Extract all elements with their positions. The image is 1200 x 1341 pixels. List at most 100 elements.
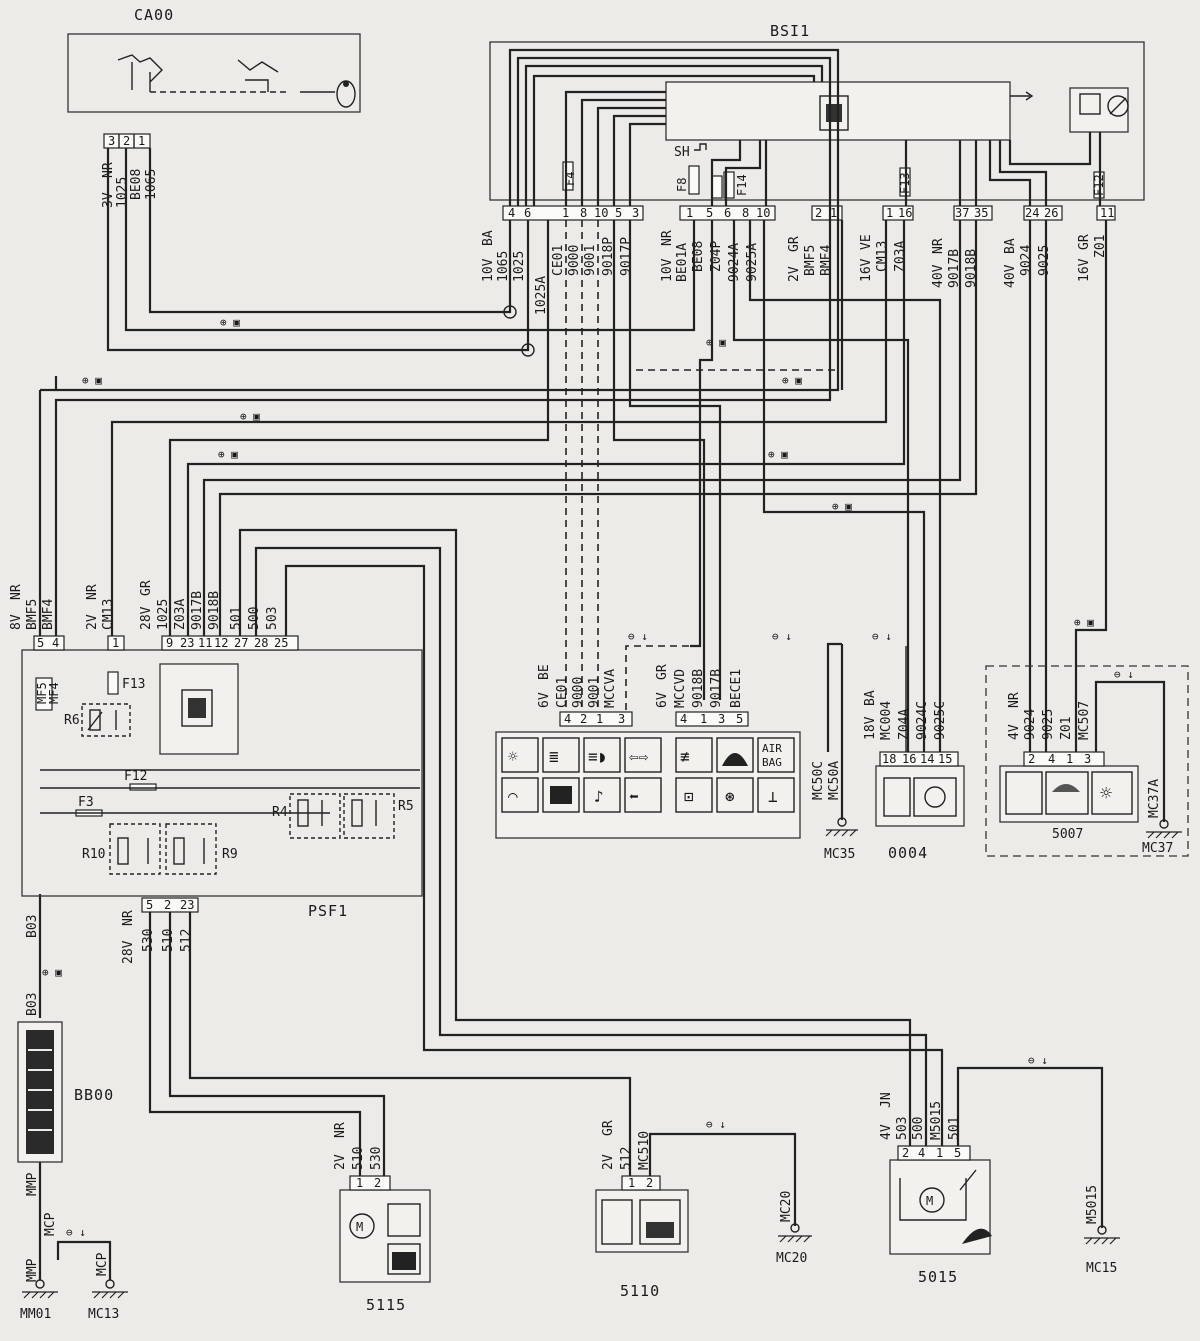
svg-text:28V: 28V (121, 940, 136, 964)
svg-text:⊕ ▣: ⊕ ▣ (240, 410, 260, 423)
indicator-icon: ⇦⇨ (629, 747, 649, 766)
svg-text:16: 16 (902, 752, 916, 766)
flasher-unit-icon (1079, 93, 1129, 117)
svg-text:⊕ ▣: ⊕ ▣ (42, 966, 62, 979)
svg-text:27: 27 (234, 636, 248, 650)
svg-text:510: 510 (351, 1147, 366, 1170)
svg-text:500: 500 (247, 607, 262, 630)
relay-r10-r9: R10 R9 (82, 823, 238, 875)
svg-text:Z03A: Z03A (893, 241, 908, 272)
module-5015: 2 4 1 5 4V JN 503 500 M5015 501 M 5015 (879, 1092, 992, 1286)
svg-text:1065: 1065 (496, 251, 511, 282)
svg-text:9017B: 9017B (709, 669, 724, 708)
svg-text:BAG: BAG (762, 756, 782, 769)
svg-text:4V: 4V (1007, 724, 1022, 740)
svg-text:BE08: BE08 (129, 169, 144, 200)
svg-text:1: 1 (886, 206, 893, 220)
svg-text:8: 8 (742, 206, 749, 220)
svg-text:⊕ ▣: ⊕ ▣ (706, 336, 726, 349)
sh-label: SH (674, 145, 690, 160)
svg-text:MC004: MC004 (879, 701, 894, 740)
svg-text:MC37A: MC37A (1147, 779, 1162, 818)
harness-label: B03 (25, 915, 40, 938)
svg-text:⊖ ↓: ⊖ ↓ (772, 630, 792, 643)
gauge-icon (924, 786, 946, 808)
svg-text:MCCVA: MCCVA (603, 669, 618, 708)
svg-text:2: 2 (646, 1176, 653, 1190)
svg-text:5015: 5015 (918, 1268, 958, 1286)
svg-text:23: 23 (180, 898, 194, 912)
rain-sensor-chip-icon (1005, 771, 1043, 815)
svg-text:3: 3 (1084, 752, 1091, 766)
svg-text:4: 4 (1048, 752, 1055, 766)
svg-text:9025: 9025 (1041, 709, 1056, 740)
ground-mc35: MC35 (824, 817, 858, 862)
svg-text:9000: 9000 (567, 245, 582, 276)
svg-text:9025A: 9025A (745, 243, 760, 282)
svg-text:9017B: 9017B (947, 249, 962, 288)
svg-text:MC50A: MC50A (827, 761, 842, 800)
ca00-label: CA00 (134, 6, 174, 24)
battery-icon (26, 1030, 54, 1154)
bb00-battery: BB00 MMP (17, 1021, 113, 1196)
svg-text:MC15: MC15 (1086, 1261, 1117, 1276)
svg-text:MCP: MCP (95, 1252, 110, 1276)
svg-text:1: 1 (138, 134, 145, 148)
washer-tank-icon (646, 1222, 674, 1238)
svg-text:1: 1 (830, 206, 837, 220)
svg-text:5: 5 (615, 206, 622, 220)
rear-fog-icon (722, 753, 748, 766)
ground-mm01-mc13: MCP MCP MMP MM01 MC13 (20, 1212, 128, 1322)
svg-text:3: 3 (632, 206, 639, 220)
svg-text:10: 10 (756, 206, 770, 220)
svg-text:501: 501 (947, 1117, 962, 1140)
svg-text:NR: NR (333, 1122, 348, 1138)
svg-text:Z03A: Z03A (173, 599, 188, 630)
svg-text:⊕ ▣: ⊕ ▣ (832, 500, 852, 513)
svg-text:MC35: MC35 (824, 847, 855, 862)
svg-text:530: 530 (141, 929, 156, 952)
harness-label: B03 (25, 993, 40, 1016)
rain-icon (1045, 771, 1089, 815)
svg-text:40V: 40V (1003, 264, 1018, 288)
svg-text:1: 1 (686, 206, 693, 220)
svg-text:0004: 0004 (888, 844, 928, 862)
bsi1-label: BSI1 (770, 22, 810, 40)
svg-text:CE01: CE01 (551, 245, 566, 276)
svg-text:MMP: MMP (25, 1172, 40, 1196)
svg-text:NR: NR (1007, 692, 1022, 708)
svg-text:MMP: MMP (25, 1258, 40, 1282)
svg-text:11: 11 (198, 636, 212, 650)
svg-text:9001: 9001 (583, 245, 598, 276)
psf-microcontroller-icon (181, 689, 213, 727)
svg-text:NR: NR (9, 584, 24, 600)
svg-text:5007: 5007 (1052, 827, 1083, 842)
door-icon: ⬅ (629, 787, 639, 806)
svg-text:25: 25 (274, 636, 288, 650)
svg-text:16V: 16V (1077, 258, 1092, 282)
tacho-chip-icon (883, 777, 911, 817)
svg-text:2: 2 (123, 134, 130, 148)
svg-text:NR: NR (85, 584, 100, 600)
svg-text:18: 18 (882, 752, 896, 766)
svg-text:8V: 8V (9, 614, 24, 630)
svg-text:18V: 18V (863, 716, 878, 740)
svg-text:2: 2 (815, 206, 822, 220)
svg-text:MC20: MC20 (776, 1251, 807, 1266)
svg-text:⊕ ▣: ⊕ ▣ (1074, 616, 1094, 629)
svg-text:14: 14 (920, 752, 934, 766)
svg-text:M: M (926, 1194, 933, 1208)
svg-text:GR: GR (787, 236, 802, 252)
svg-text:4: 4 (508, 206, 515, 220)
svg-text:500: 500 (911, 1117, 926, 1140)
wiper-blade-icon (962, 1228, 992, 1244)
svg-text:512: 512 (619, 1147, 634, 1170)
relay-r4-r5: R4 R5 (272, 793, 414, 839)
svg-text:MF4: MF4 (47, 682, 61, 704)
svg-text:F8: F8 (675, 178, 689, 192)
svg-text:23: 23 (180, 636, 194, 650)
relay-r6: R6 (64, 703, 131, 737)
svg-text:1025: 1025 (156, 599, 171, 630)
